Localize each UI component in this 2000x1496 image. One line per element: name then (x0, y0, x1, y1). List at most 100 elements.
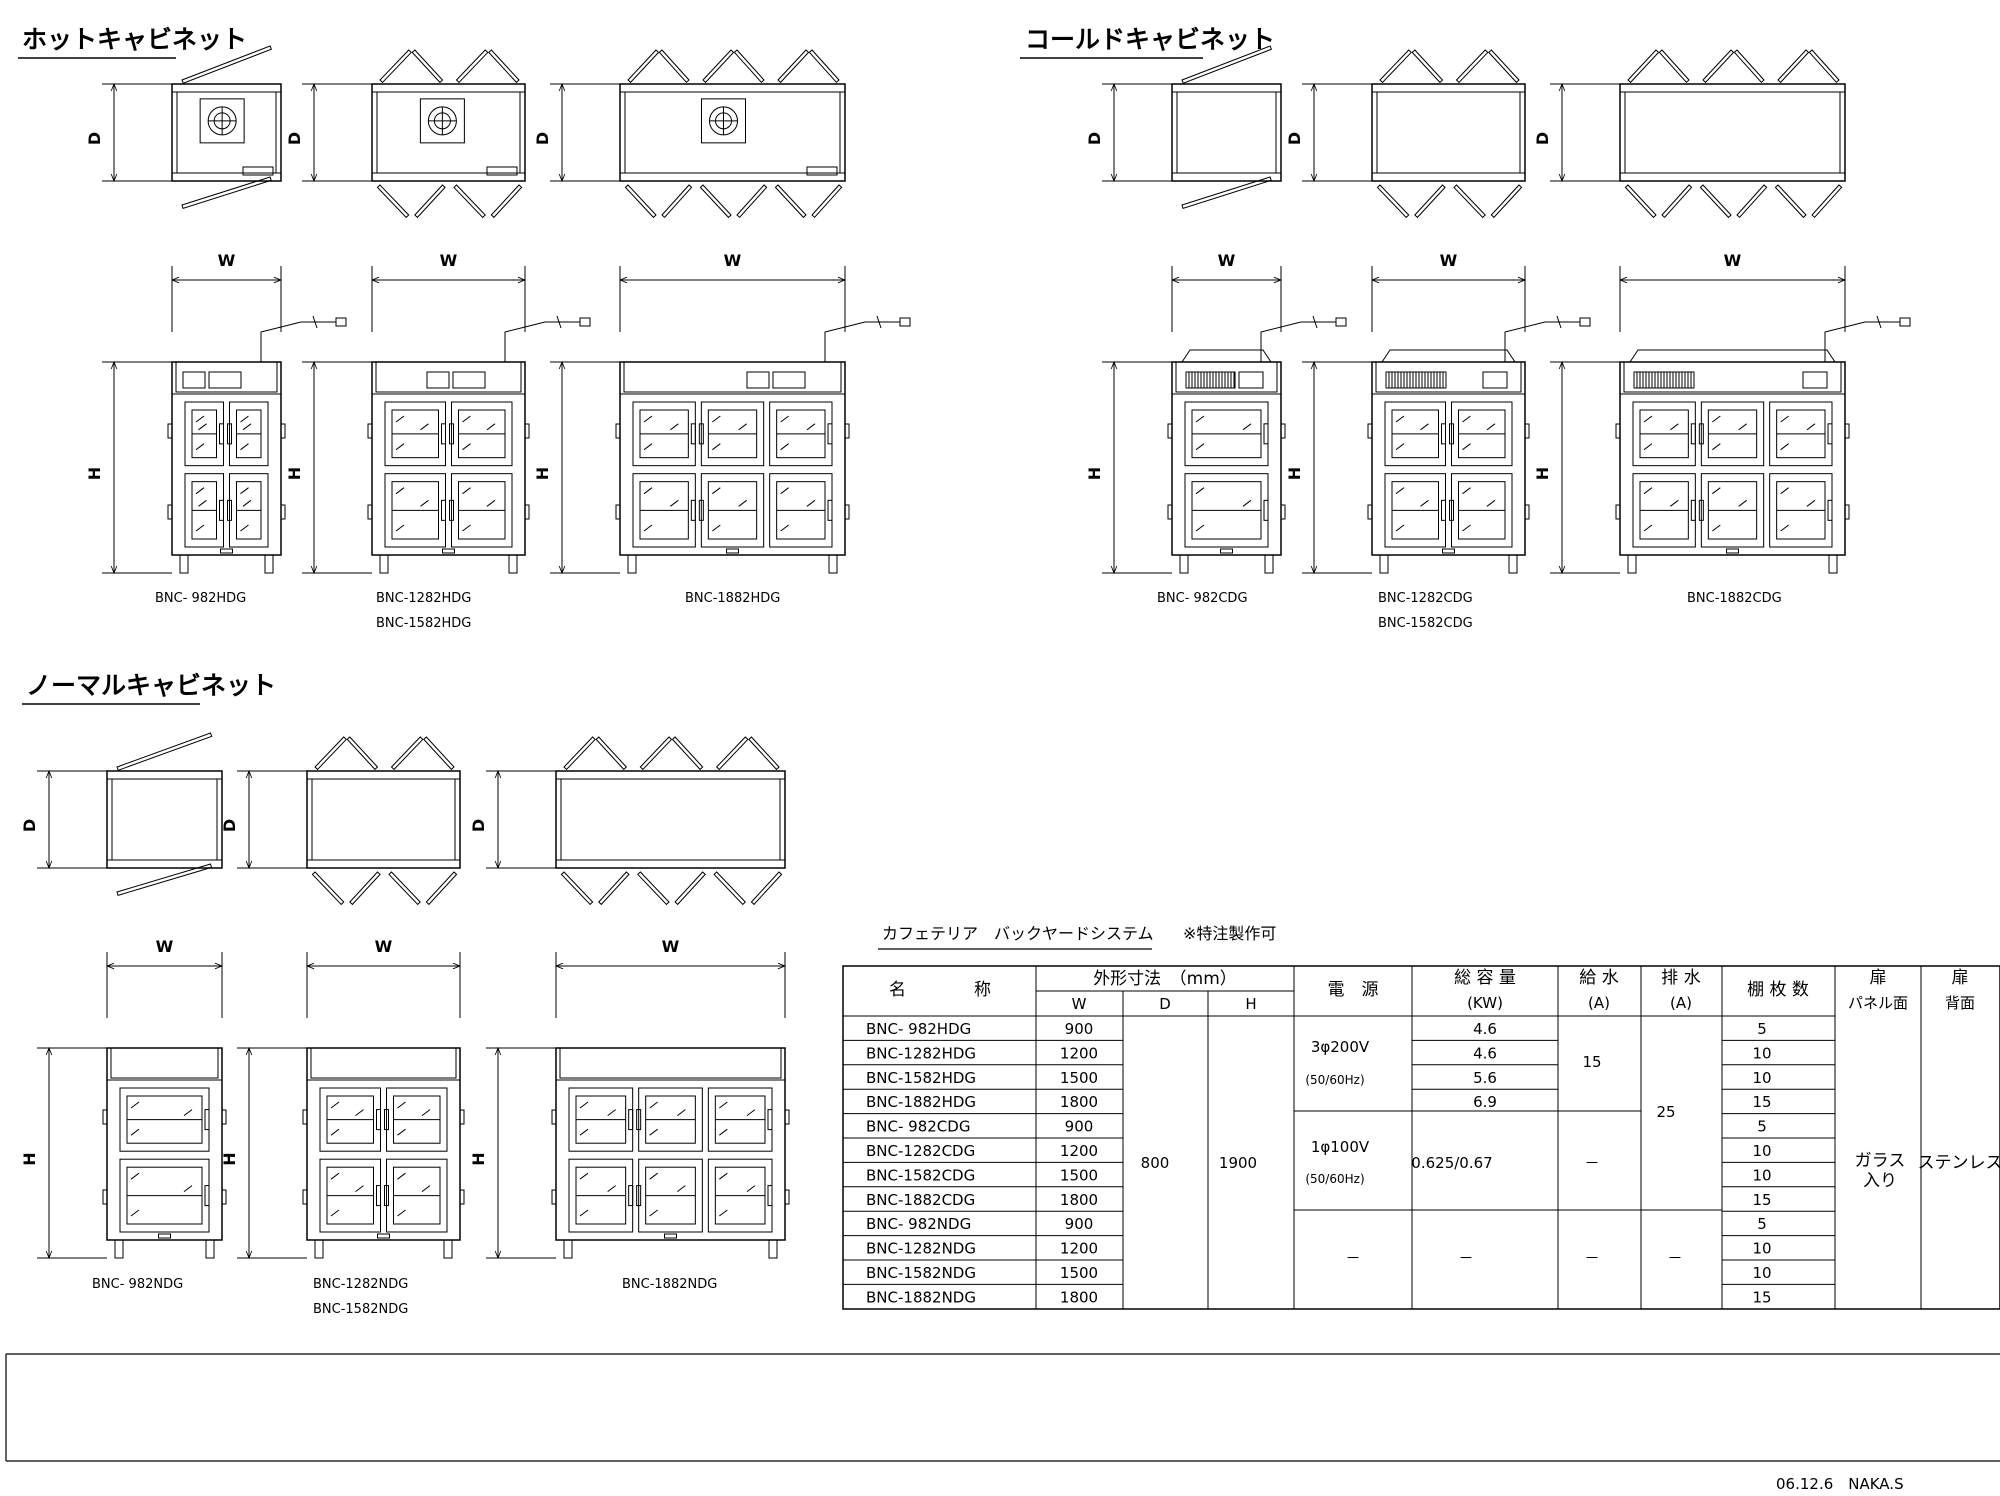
hinge-icon (367, 504, 373, 520)
door-leaf-bottom (674, 871, 706, 906)
glass-reflection (1486, 423, 1496, 431)
glass-reflection (242, 423, 252, 431)
table-cell-name: BNC-1282CDG (866, 1142, 975, 1160)
glass-reflection (240, 524, 249, 532)
width-label: W (218, 251, 236, 270)
cell-drain-normal: － (1667, 1249, 1682, 1267)
glass-reflection (1462, 415, 1471, 423)
hinge-icon (524, 504, 530, 520)
glass-reflection (421, 1185, 431, 1192)
cabinet-plan-inner (1624, 91, 1841, 174)
glass-reflection (780, 487, 789, 495)
header-shelves: 棚 枚 数 (1747, 980, 1809, 1000)
cabinet-leg (508, 554, 518, 574)
cabinet-leg (379, 554, 389, 574)
glass-reflection (1712, 524, 1721, 532)
glass-reflection (649, 1209, 658, 1217)
table-caption: カフェテリア バックヤードシステム (882, 924, 1154, 943)
table-cell-width: 1500 (1060, 1264, 1098, 1282)
door-leaf-top (1627, 49, 1660, 84)
cord-break-mark (556, 315, 562, 329)
glass-reflection (1195, 443, 1205, 451)
cord-break-mark (1556, 315, 1562, 329)
glass-reflection (397, 1172, 406, 1180)
glass-reflection (1643, 487, 1653, 495)
door-handle (690, 499, 696, 521)
door-panel (1700, 401, 1765, 467)
glass-reflection (1712, 487, 1721, 495)
door-panel (451, 401, 513, 467)
cord-break-mark (1312, 315, 1318, 329)
door-handle (1827, 499, 1833, 521)
header-back-sub: 背面 (1945, 994, 1975, 1012)
cabinet-body-outline (306, 1047, 461, 1241)
glass-reflection (330, 1172, 340, 1180)
cell-depth: 800 (1141, 1154, 1170, 1172)
table-cell-name: BNC-1582HDG (866, 1069, 976, 1087)
cabinet-leg (1264, 554, 1274, 574)
width-label: W (440, 251, 458, 270)
display-icon (182, 371, 206, 389)
glass-reflection (240, 487, 249, 495)
cabinet-top-panel (559, 1047, 782, 1079)
power-cord (824, 321, 900, 362)
table-cell-width: 1200 (1060, 1142, 1098, 1160)
depth-label: D (469, 819, 488, 832)
glass-reflection (1738, 499, 1747, 507)
cell-back-value: ステンレス (1918, 1153, 2000, 1173)
door-leaf-bottom (1774, 184, 1807, 219)
hinge-icon (302, 1109, 308, 1125)
door-handle (227, 499, 232, 521)
depth-label: D (85, 132, 104, 145)
model-label-hot-2b: BNC-1582HDG (376, 616, 471, 631)
door-leaf-bottom (699, 184, 732, 219)
cabinet-leg (264, 554, 274, 574)
door-leaf-top (671, 736, 704, 771)
drawing-date-author: 06.12.6 NAKA.S (1776, 1475, 1904, 1493)
glass-reflection (395, 415, 405, 423)
glass-reflection (806, 499, 816, 507)
power-cord (260, 321, 336, 362)
hinge-icon (1615, 504, 1621, 520)
glass-reflection (421, 1109, 431, 1116)
fan-unit-icon (199, 98, 245, 144)
cell-power-hot-freq: (50/60Hz) (1305, 1073, 1364, 1087)
cabinet-plan-outline (1619, 83, 1846, 182)
power-plug-icon (1579, 317, 1591, 327)
door-leaf-bottom (414, 184, 446, 219)
door-leaf-top (1733, 49, 1765, 84)
table-cell-name: BNC-1582CDG (866, 1166, 975, 1184)
door-leaf-top (1488, 49, 1520, 84)
door-leaf-top (1379, 49, 1412, 84)
door-leaf-bottom (560, 871, 594, 906)
hinge-icon (551, 1189, 557, 1205)
power-plug-icon (1899, 317, 1911, 327)
table-cell-shelves: 15 (1752, 1093, 1771, 1111)
table-cell-shelves: 5 (1757, 1118, 1767, 1136)
condensing-unit-top (1629, 349, 1836, 363)
glass-reflection (1712, 415, 1721, 423)
door-leaf-top (639, 736, 673, 771)
model-label-cold-2a: BNC-1282CDG (1378, 591, 1473, 606)
custom-order-note: ※特注製作可 (1183, 924, 1276, 943)
door-leaf-bottom (349, 871, 381, 906)
table-cell-capacity: 6.9 (1473, 1093, 1497, 1111)
glass-reflection (195, 415, 205, 423)
door-leaf-top (1411, 49, 1444, 84)
glass-reflection (330, 1128, 340, 1136)
table-cell-name: BNC-1282HDG (866, 1044, 976, 1062)
model-label-hot-1: BNC- 982HDG (155, 591, 246, 606)
door-leaf-top (1181, 45, 1273, 84)
glass-reflection (397, 1128, 406, 1136)
header-drain-unit: (A) (1670, 994, 1692, 1012)
door-handle (1441, 499, 1446, 521)
glass-reflection (397, 1101, 406, 1109)
glass-reflection (1395, 443, 1405, 451)
door-leaf-bottom (811, 184, 843, 219)
hinge-icon (1167, 423, 1173, 439)
control-panel-icon (1482, 371, 1508, 389)
depth-label: D (20, 819, 39, 832)
door-panel (700, 473, 765, 548)
door-handle (449, 499, 454, 521)
